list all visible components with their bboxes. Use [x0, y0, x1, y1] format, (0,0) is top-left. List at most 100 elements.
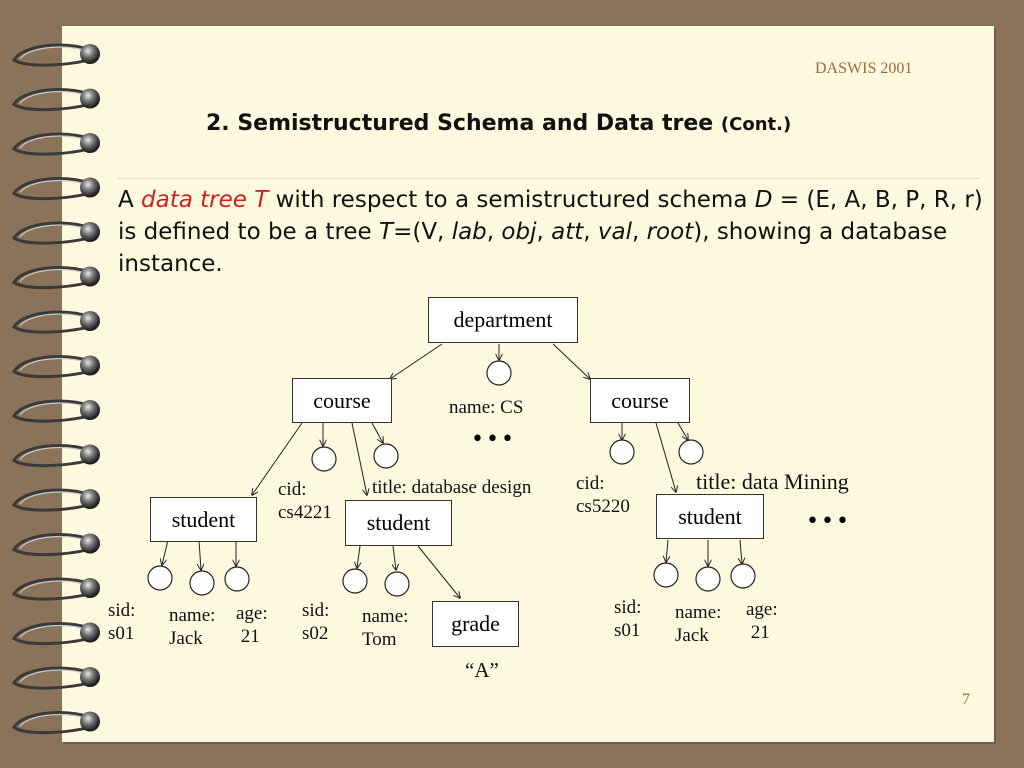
label-s3-sid: sid: s01: [614, 597, 642, 641]
definition-paragraph: A data tree T with respect to a semistru…: [118, 184, 986, 280]
leaf-circle: [653, 562, 679, 588]
label-s1-age: age: 21: [236, 603, 268, 647]
title-divider: [117, 178, 980, 179]
italic-term: val: [597, 219, 632, 245]
spiral-wire-highlight: [19, 624, 89, 638]
spiral-wire: [11, 533, 97, 557]
spiral-wire-highlight: [19, 357, 89, 371]
italic-term: D: [754, 187, 773, 213]
italic-term: T: [379, 219, 394, 245]
leaf-circle: [147, 565, 173, 591]
spiral-bead: [80, 622, 100, 643]
node-course-left: course: [292, 378, 392, 423]
edge-course-title: [371, 422, 383, 443]
text-part: ,: [583, 219, 598, 245]
label-grade-value: “A”: [465, 658, 499, 682]
spiral-wire-highlight: [19, 90, 89, 104]
spiral-bead: [80, 133, 100, 153]
edge-s2-name: [393, 545, 396, 570]
ellipsis-right: •••: [806, 509, 851, 534]
spiral-wire-highlight: [19, 313, 89, 327]
edge-s1-name: [199, 539, 201, 570]
label-cid-left: cid: cs4221: [278, 479, 332, 523]
node-course-right: course: [590, 378, 690, 423]
edge-courseR-title: [677, 422, 688, 440]
spiral-wire-highlight: [19, 491, 89, 505]
spiral-wire-highlight: [19, 179, 89, 193]
spiral-bead: [80, 222, 100, 242]
leaf-circle: [384, 571, 410, 597]
spiral-bead: [80, 444, 100, 465]
text-part: ,: [486, 219, 502, 245]
leaf-circle: [695, 566, 721, 592]
spiral-wire: [11, 488, 97, 512]
text-part: ,: [536, 219, 552, 245]
spiral-bead: [80, 711, 100, 732]
spiral-bead: [80, 489, 100, 509]
node-department: department: [428, 297, 578, 343]
page-number: 7: [962, 691, 970, 708]
edge-s2-sid: [357, 545, 360, 568]
spiral-wire-highlight: [19, 268, 89, 282]
label-s3-name: name: Jack: [675, 602, 722, 646]
spiral-wire: [11, 310, 97, 334]
text-part: A: [118, 187, 142, 213]
spiral-wire-highlight: [19, 580, 89, 594]
leaf-circle: [311, 446, 337, 472]
spiral-wire: [11, 221, 97, 245]
leaf-circle: [486, 360, 512, 386]
edge-s2-grade: [417, 545, 460, 598]
leaf-circle: [730, 563, 756, 589]
italic-term: obj: [501, 219, 537, 245]
edge-courseR-student3: [655, 422, 676, 492]
slide-paper: [62, 26, 994, 742]
label-title-database: title: database design: [372, 477, 532, 498]
leaf-circle: [342, 568, 368, 594]
text-part: =(V,: [393, 219, 452, 245]
spiral-rings-icon: [11, 43, 100, 735]
spiral-wire: [11, 132, 97, 156]
node-student-2: student: [345, 500, 452, 546]
spiral-wire-highlight: [19, 46, 89, 60]
edge-dept-course-right: [552, 343, 590, 379]
spiral-wire-highlight: [19, 446, 89, 460]
spiral-bead: [80, 311, 100, 331]
label-title-datamining: title: data Mining: [696, 469, 849, 494]
node-grade: grade: [432, 601, 519, 647]
spiral-bead: [80, 355, 100, 376]
edge-s1-sid: [162, 539, 169, 565]
slide-title-main: 2. Semistructured Schema and Data tree: [206, 111, 714, 136]
spiral-wire-highlight: [19, 135, 89, 149]
spiral-wire-highlight: [19, 535, 89, 549]
label-s1-sid: sid: s01: [108, 600, 136, 644]
label-s1-name: name: Jack: [169, 605, 216, 649]
leaf-circle: [189, 570, 215, 596]
edge-dept-course-left: [390, 343, 443, 379]
label-cid-right: cid: cs5220: [576, 473, 630, 517]
highlight-term: data tree T: [141, 187, 269, 213]
spiral-wire-highlight: [19, 224, 89, 238]
spiral-wire: [11, 355, 97, 379]
spiral-bead: [80, 667, 100, 687]
node-student-3: student: [656, 494, 764, 539]
edge-course-student2: [351, 422, 367, 495]
spiral-wire: [11, 88, 97, 112]
spiral-wire: [11, 666, 97, 690]
spiral-wire: [11, 266, 97, 290]
spiral-wire: [11, 622, 97, 646]
italic-term: lab: [451, 219, 487, 245]
label-s3-age: age: 21: [746, 599, 778, 643]
text-part: ), showing a database instance.: [118, 219, 948, 277]
spiral-bead: [80, 88, 100, 109]
spiral-bead: [80, 266, 100, 287]
spiral-wire: [11, 577, 97, 601]
leaf-circle: [609, 439, 635, 465]
leaf-circle: [373, 443, 399, 469]
text-part: = (E, A, B, P, R, r) is defined to be a …: [118, 187, 983, 245]
edge-s3-sid: [666, 539, 668, 562]
node-student-1: student: [150, 497, 257, 542]
spiral-wire: [11, 177, 97, 201]
spiral-wire: [11, 43, 97, 67]
slide-title-cont: (Cont.): [720, 114, 792, 135]
